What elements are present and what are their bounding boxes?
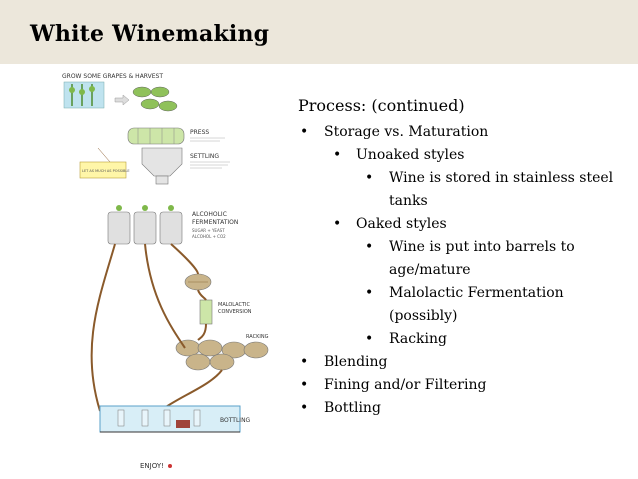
title-bar: White Winemaking [0,0,638,64]
label-ferment-2: FERMENTATION [192,219,238,226]
winemaking-process-illustration: GROW SOME GRAPES & HARVEST PRESS SETTLIN… [62,73,269,470]
list-item: Wine is stored in stainless steel tanks [356,167,635,213]
label-formula-2: ALCOHOL + CO2 [192,234,226,239]
list-item: Racking [356,328,635,351]
label-ferment-1: ALCOHOLIC [192,211,227,218]
content-heading: Process: (continued) [298,96,465,115]
label-racking: RACKING [246,334,269,340]
label-malo-2: CONVERSION [218,309,252,315]
list-item: Blending [290,351,635,374]
list-item: Malolactic Fermentation (possibly) [356,282,635,328]
label-harvest: GROW SOME GRAPES & HARVEST [62,73,163,80]
label-press: PRESS [190,129,209,136]
list-item: Wine is put into barrels to age/mature [356,236,635,282]
list-item: Oaked styles Wine is put into barrels to… [324,213,635,351]
list-item: Unoaked styles Wine is stored in stainle… [324,144,635,213]
slide-title: White Winemaking [30,21,270,47]
list-item: Fining and/or Filtering [290,374,635,397]
list-item: Bottling [290,397,635,420]
label-sign: LET AS MUCH AS POSSIBLE [82,169,130,173]
label-settling: SETTLING [190,153,219,160]
label-malo-1: MALOLACTIC [218,302,251,308]
list-item: Storage vs. Maturation Unoaked styles Wi… [290,121,635,351]
label-formula: SUGAR + YEAST [192,228,225,233]
label-bottling: BOTTLING [220,417,251,424]
bullet-list: Storage vs. Maturation Unoaked styles Wi… [290,121,635,420]
label-enjoy: ENJOY! [140,462,164,470]
slide-content: Process: (continued) Storage vs. Maturat… [290,96,635,420]
